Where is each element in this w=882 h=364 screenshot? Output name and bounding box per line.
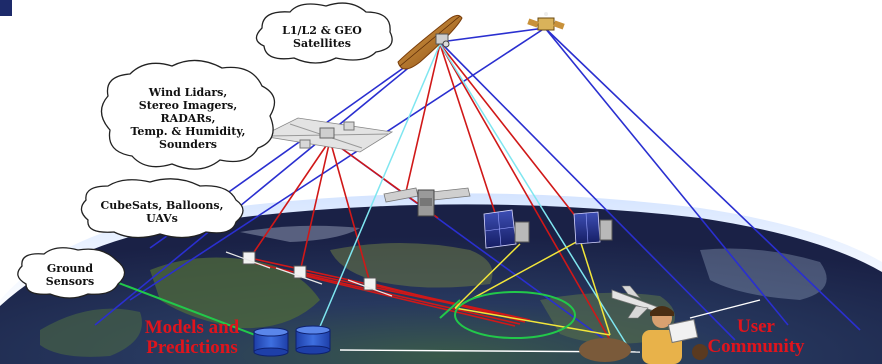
users-label-line1: User — [737, 316, 776, 337]
leo-label-line4: Temp. & Humidity, — [130, 125, 245, 138]
ground-label-line1: Ground — [47, 262, 94, 275]
person-icon — [579, 306, 708, 364]
geo-label-line2: Satellites — [293, 37, 351, 50]
leo-label-line2: Stereo Imagers, — [139, 99, 237, 112]
corner-badge — [0, 0, 12, 16]
small-platforms-cloud: CubeSats, Balloons, UAVs — [80, 178, 244, 239]
models-label-line1: Models and — [145, 317, 240, 338]
leo-satellite-icon — [383, 187, 471, 217]
ground-station-icon — [225, 251, 393, 297]
leo-label-line3: RADARs, — [161, 112, 216, 125]
geo-label-line1: L1/L2 & GEO — [282, 24, 362, 37]
leo-label-line5: Sounders — [159, 138, 217, 151]
ground-label-line2: Sensors — [46, 275, 94, 288]
models-label-line2: Predictions — [146, 337, 237, 358]
leo-instruments-cloud: Wind Lidars, Stereo Imagers, RADARs, Tem… — [100, 59, 276, 170]
geo-satellites-cloud: L1/L2 & GEO Satellites — [255, 2, 393, 64]
links-red — [249, 43, 611, 341]
geo-satellite-icon — [397, 14, 463, 70]
solar-panel-satellite-icon — [483, 209, 613, 249]
small-label-line2: UAVs — [146, 212, 178, 225]
space-station-icon — [260, 117, 394, 153]
geo-satellite-2-icon — [527, 12, 565, 31]
aircraft-icon — [611, 285, 665, 319]
leo-label-line1: Wind Lidars, — [148, 86, 227, 99]
users-label-line2: Community — [707, 336, 805, 357]
ground-sensors-cloud: Ground Sensors — [17, 247, 126, 299]
links-blue — [94, 27, 861, 346]
database-icon — [253, 325, 331, 357]
small-label-line1: CubeSats, Balloons, — [101, 199, 224, 212]
